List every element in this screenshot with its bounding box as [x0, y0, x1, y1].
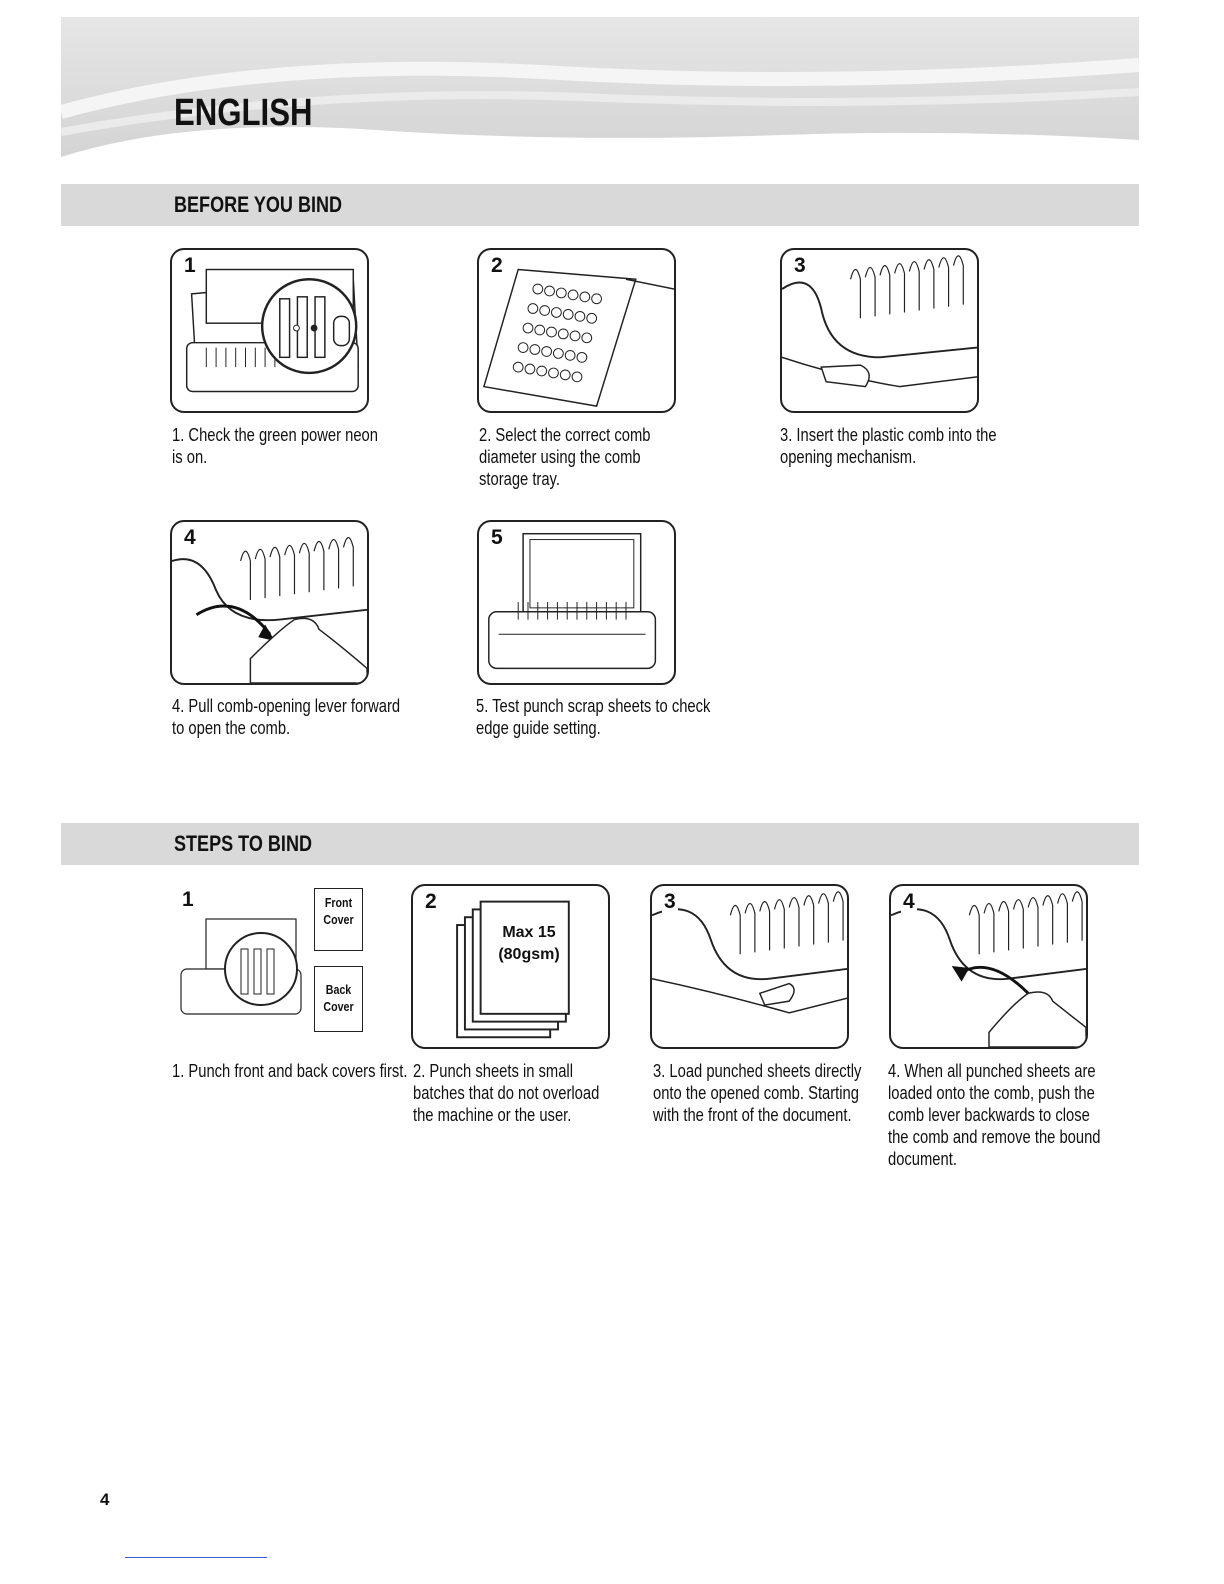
step-number: 5: [489, 526, 505, 550]
before-step-2-caption: 2. Select the correct comb diameter usin…: [479, 425, 651, 489]
section-steps-to-bind: STEPS TO BIND: [61, 823, 1139, 865]
before-step-4-caption: 4. Pull comb-opening lever forward to op…: [172, 696, 401, 738]
step-number: 3: [792, 254, 808, 278]
bind-step-1-illustration: 1 Front Cover Back Cover: [170, 884, 370, 1044]
section-before-you-bind: BEFORE YOU BIND: [61, 184, 1139, 226]
step-number: 4: [182, 526, 198, 550]
before-step-4-illustration: 4: [170, 520, 369, 685]
language-title: ENGLISH: [174, 92, 313, 134]
section-title: BEFORE YOU BIND: [174, 192, 343, 217]
machine-icon: [180, 918, 302, 1015]
bind-step-3-illustration: 3: [650, 884, 849, 1049]
before-step-2-illustration: 2: [477, 248, 676, 413]
step-number: 2: [489, 254, 505, 278]
bind-step-2-illustration: 2 Max 15 (80gsm): [411, 884, 610, 1049]
step-number: 3: [662, 890, 678, 914]
step-number: 1: [182, 254, 198, 278]
footer-rule: [125, 1557, 267, 1558]
bind-step-2-caption: 2. Punch sheets in small batches that do…: [413, 1061, 600, 1125]
section-title: STEPS TO BIND: [174, 831, 313, 856]
bind-step-4-illustration: 4: [889, 884, 1088, 1049]
front-cover-box: Front Cover: [314, 888, 363, 951]
back-cover-box: Back Cover: [314, 966, 363, 1032]
before-step-1-caption: 1. Check the green power neon is on.: [172, 425, 378, 467]
page-number: 4: [100, 1490, 110, 1509]
bind-step-3-caption: 3. Load punched sheets directly onto the…: [653, 1061, 862, 1125]
step-number: 2: [423, 890, 439, 914]
before-step-1-illustration: 1: [170, 248, 369, 413]
bind-step-4-caption: 4. When all punched sheets are loaded on…: [888, 1061, 1101, 1169]
step-number: 4: [901, 890, 917, 914]
step-number: 1: [182, 888, 194, 911]
sheet-capacity-label: Max 15 (80gsm): [498, 924, 560, 963]
bind-step-1-caption: 1. Punch front and back covers first.: [172, 1061, 408, 1081]
before-step-3-caption: 3. Insert the plastic comb into the open…: [780, 425, 997, 467]
before-step-5-caption: 5. Test punch scrap sheets to check edge…: [476, 696, 711, 738]
before-step-3-illustration: 3: [780, 248, 979, 413]
before-step-5-illustration: 5: [477, 520, 676, 685]
header-banner: [61, 17, 1139, 157]
